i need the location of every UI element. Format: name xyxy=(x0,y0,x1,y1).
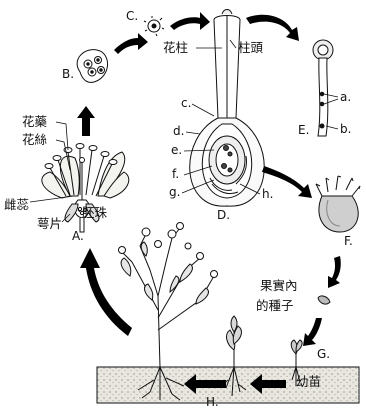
stage-label-h: H. xyxy=(206,395,219,409)
seed-label-line1: 果實內 xyxy=(260,278,298,293)
pollen-tube-illustration xyxy=(313,40,333,136)
style-label: 花柱 xyxy=(163,40,188,55)
part-label-h: h. xyxy=(262,187,273,201)
pistil-label: 雌蕊 xyxy=(4,197,30,212)
part-label-c: c. xyxy=(181,96,191,110)
anther-label: 花藥 xyxy=(22,114,48,129)
pollen-tetrad-illustration xyxy=(77,50,107,83)
seed-label-line2: 的種子 xyxy=(256,298,294,313)
arrow-seed-to-g xyxy=(303,318,322,346)
seedling-label: 幼苗 xyxy=(296,374,321,389)
arrow-c-to-d xyxy=(170,12,210,30)
filament-label: 花絲 xyxy=(22,132,48,147)
arrow-f-to-seed xyxy=(328,256,341,288)
stage-label-d: D. xyxy=(217,208,230,222)
stage-label-c: C. xyxy=(126,9,138,23)
part-label-f: f. xyxy=(172,167,179,181)
pistil-section-illustration xyxy=(190,10,265,207)
stage-label-a: A. xyxy=(72,229,84,243)
arrow-b-to-c xyxy=(114,33,148,54)
stage-label-e: E. xyxy=(298,123,309,137)
part-label-d: d. xyxy=(173,124,184,138)
part-label-g: g. xyxy=(169,185,180,199)
sepal-label: 萼片 xyxy=(37,216,62,231)
part-label-e: e. xyxy=(171,143,182,157)
ovule-label: 胚珠 xyxy=(82,205,108,220)
arrow-a-to-b xyxy=(77,106,95,136)
stage-label-b: B. xyxy=(62,67,74,81)
stigma-label: 柱頭 xyxy=(238,40,264,55)
arrow-d-to-e xyxy=(246,15,299,41)
part-label-b: b. xyxy=(340,122,351,136)
part-label-a: a. xyxy=(340,90,351,104)
fruit-illustration xyxy=(316,176,360,232)
stage-label-f: F. xyxy=(344,234,353,248)
pollen-grain-illustration xyxy=(144,16,164,36)
seed-illustration xyxy=(318,296,330,304)
stage-label-g: G. xyxy=(317,347,330,361)
